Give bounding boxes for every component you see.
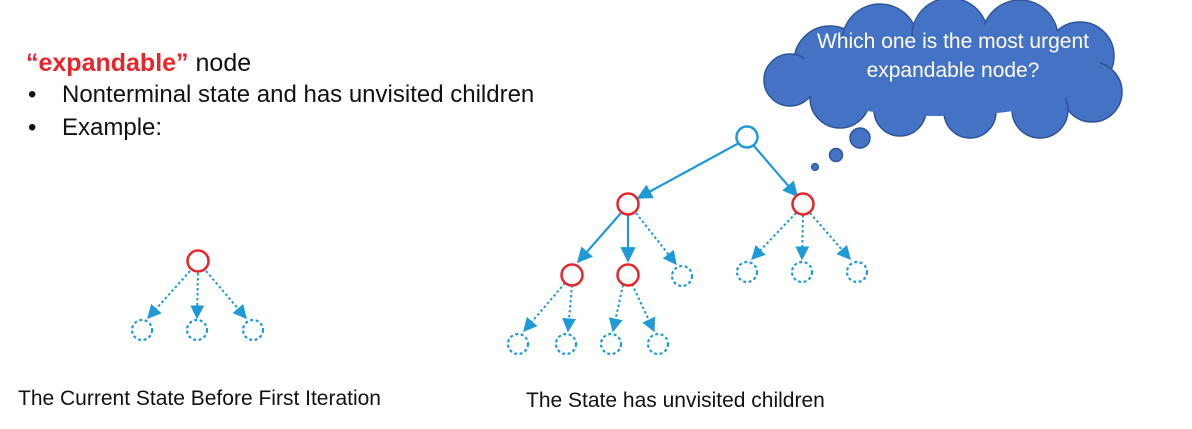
edge-dotted: [190, 272, 205, 320]
tree-node-unvisited: [735, 260, 759, 284]
caption-left: The Current State Before First Iteration: [18, 387, 381, 410]
caption-right: The State has unvisited children: [526, 389, 825, 412]
bullet-marker: •: [28, 114, 37, 141]
edge-dotted: [147, 270, 191, 320]
tree-node-unvisited: [845, 260, 869, 284]
tree-node-expandable: [186, 249, 210, 273]
tree-node-expanded: [560, 263, 584, 287]
thought-cloud: [763, 0, 1123, 139]
tree-node-expanded: [616, 192, 640, 216]
tree-node-unvisited: [670, 264, 694, 288]
tree-node-unvisited: [790, 260, 814, 284]
heading-suffix: node: [188, 49, 252, 77]
edge-dotted: [795, 214, 810, 261]
tree-node-root: [735, 125, 759, 149]
bullet-text: Example:: [62, 114, 163, 141]
tree-node-unvisited: [646, 332, 670, 356]
tree-node-unvisited: [599, 332, 623, 356]
tree-node-unvisited: [241, 318, 265, 342]
edge-dotted: [809, 212, 851, 261]
thought-dot-small: [810, 162, 820, 172]
heading-keyword: “expandable”: [26, 49, 189, 77]
edge-dotted: [635, 212, 677, 266]
edge-dotted: [562, 284, 577, 333]
bullet-item: • Example:: [28, 113, 162, 143]
edge-solid: [576, 212, 622, 264]
thought-dot-medium: [828, 147, 844, 163]
edge-dotted: [631, 283, 655, 333]
bullet-text: Nonterminal state and has unvisited chil…: [62, 81, 535, 108]
edge-dotted: [523, 282, 566, 333]
tree-node-unvisited: [554, 332, 578, 356]
edge-dotted: [608, 284, 624, 333]
edge-solid: [636, 142, 740, 199]
thought-dot-large: [849, 127, 871, 149]
tree-node-unvisited: [185, 318, 209, 342]
tree-node-unvisited: [130, 318, 154, 342]
tree-node-expanded: [791, 192, 815, 216]
tree-node-expanded: [616, 263, 640, 287]
bullet-item: • Nonterminal state and has unvisited chi…: [28, 80, 534, 110]
edge-dotted: [205, 270, 247, 320]
bullet-marker: •: [28, 81, 37, 108]
edge-dotted: [751, 212, 797, 261]
slide-heading: “expandable” node: [26, 48, 251, 78]
edge-solid: [753, 145, 799, 198]
tree-node-unvisited: [506, 332, 530, 356]
thought-bubble-text: Which one is the most urgent expandable …: [817, 30, 1089, 82]
